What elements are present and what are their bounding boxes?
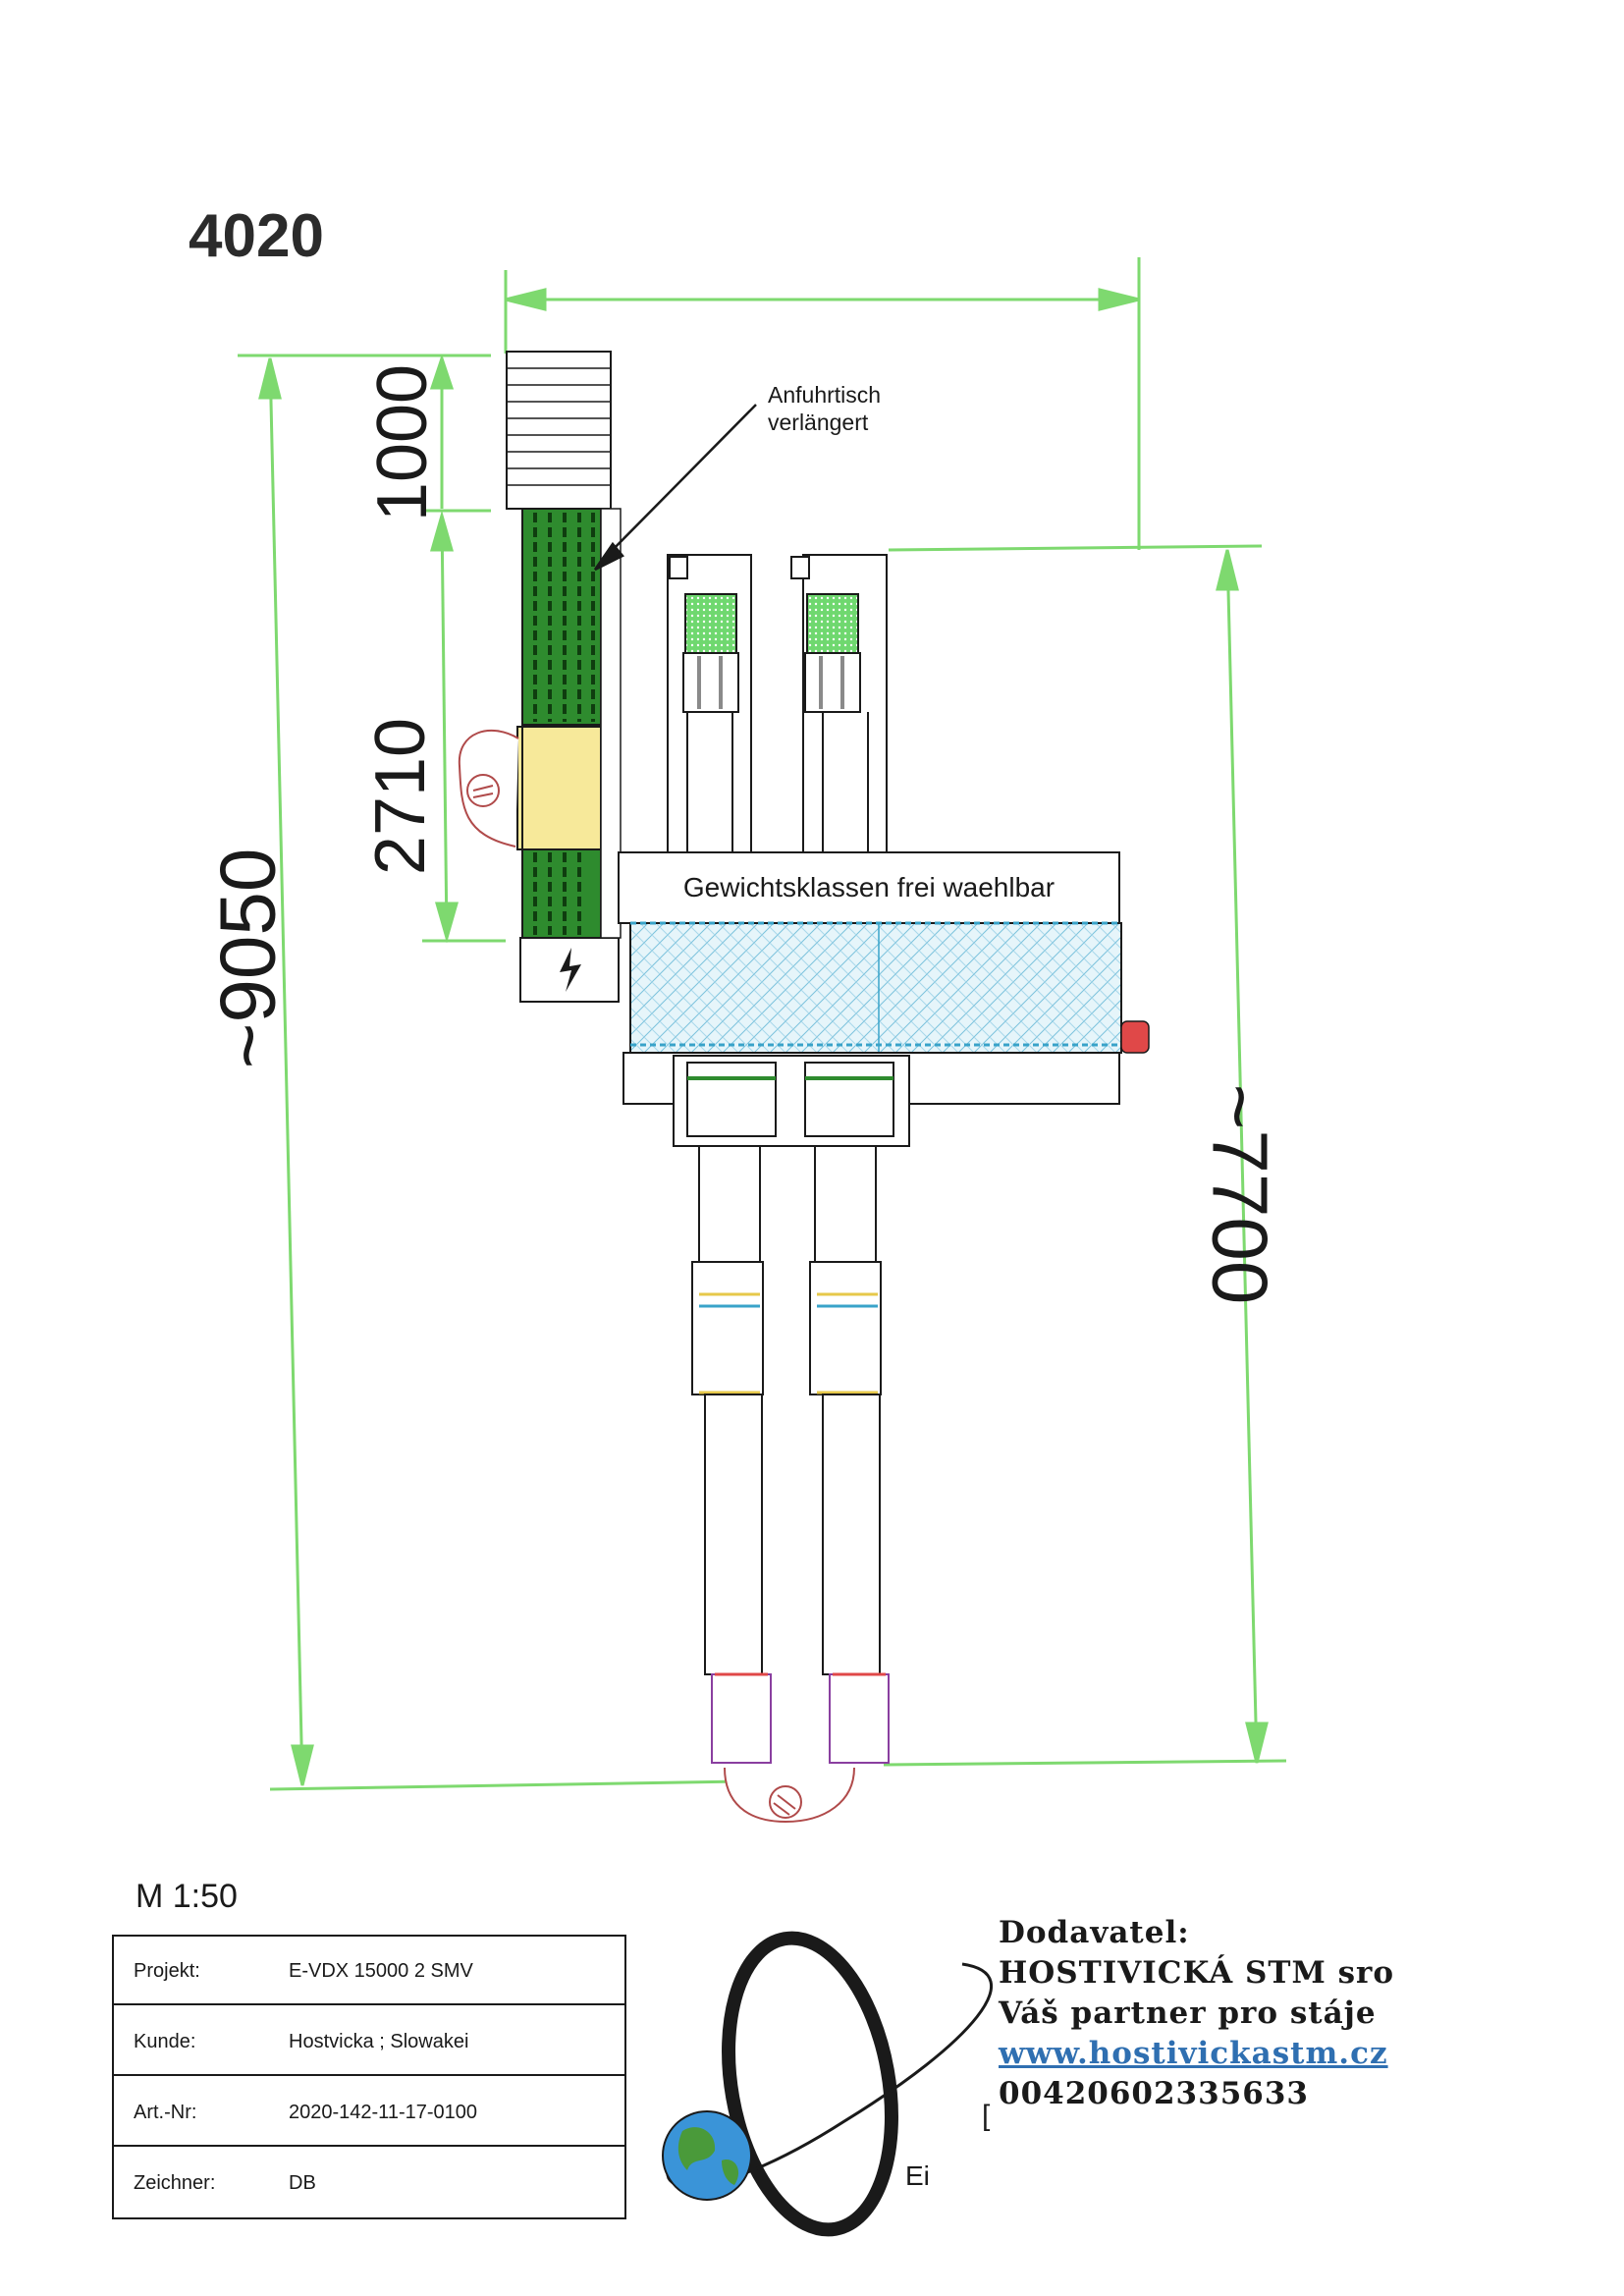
title-label: Zeichner: — [134, 2172, 216, 2194]
title-value: Hostvicka ; Slowakei — [289, 2031, 469, 2052]
company-logo — [662, 1931, 994, 2237]
title-row-drafter: Zeichner: DB — [114, 2149, 624, 2217]
dimension-total-length: ~9050 — [203, 847, 292, 1069]
callout-line-1: Anfuhrtisch — [768, 382, 882, 408]
logo-subtext: Ei — [905, 2160, 930, 2191]
callout-arrow — [593, 404, 757, 572]
operator-figure-left — [458, 730, 519, 847]
banner-box — [618, 851, 1120, 924]
title-row-project: Projekt: E-VDX 15000 2 SMV — [114, 1937, 624, 2005]
supplier-line-1: Dodavatel: — [999, 1915, 1190, 1950]
title-row-customer: Kunde: Hostvicka ; Slowakei — [114, 2007, 624, 2076]
supplier-name: HOSTIVICKÁ STM sro — [999, 1955, 1395, 1991]
banner-text: Gewichtsklassen frei waehlbar — [682, 872, 1056, 902]
dimension-lane-length: ~7700 — [1196, 1083, 1284, 1305]
title-label: Projekt: — [134, 1960, 200, 1982]
upper-lanes — [667, 554, 888, 865]
dimension-lines — [238, 257, 1287, 1791]
title-value: E-VDX 15000 2 SMV — [289, 1960, 473, 1982]
title-value: 2020-142-11-17-0100 — [289, 2102, 478, 2123]
title-row-article: Art.-Nr: 2020-142-11-17-0100 — [114, 2078, 624, 2147]
bracket-mark: [ — [982, 2100, 991, 2132]
operator-figure-bottom — [724, 1767, 855, 1824]
title-value: DB — [289, 2172, 316, 2194]
title-label: Art.-Nr: — [134, 2102, 197, 2123]
scale-label: M 1:50 — [135, 1878, 238, 1915]
supplier-phone: 00420602335633 — [999, 2076, 1309, 2111]
grading-table — [623, 921, 1150, 1105]
lightning-bolt-icon — [560, 948, 581, 992]
supplier-info: Dodavatel: HOSTIVICKÁ STM sro Váš partne… — [999, 1913, 1394, 2114]
callout-label: Anfuhrtisch verlängert — [768, 381, 935, 436]
lower-lanes — [673, 1055, 910, 1764]
dimension-feeder-length: 1000 — [363, 363, 443, 522]
dimension-feeder-section: 2710 — [361, 717, 441, 876]
header-number: 4020 — [189, 202, 324, 270]
title-label: Kunde: — [134, 2031, 196, 2052]
feeder-conveyor — [506, 351, 622, 1003]
supplier-slogan: Váš partner pro stáje — [999, 1995, 1377, 2031]
callout-line-2: verlängert — [768, 410, 869, 435]
title-block: Projekt: E-VDX 15000 2 SMV Kunde: Hostvi… — [112, 1935, 626, 2219]
supplier-url-link[interactable]: www.hostivickastm.cz — [999, 2036, 1388, 2071]
